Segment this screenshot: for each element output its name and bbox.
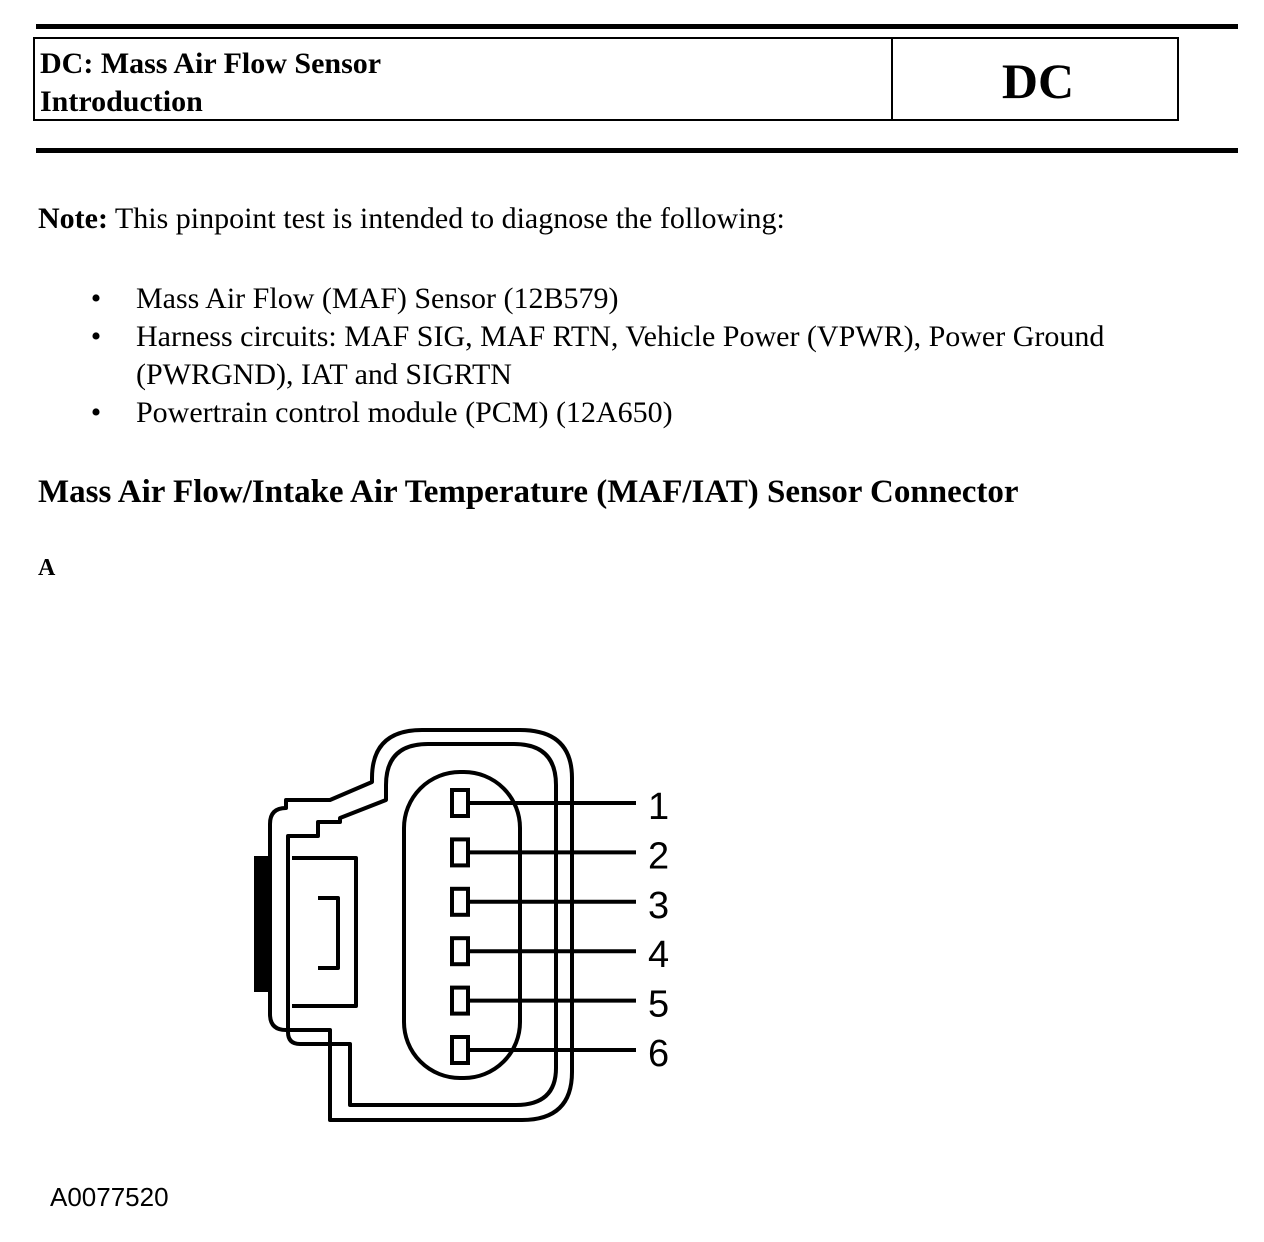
header-bottom-rule: [36, 148, 1238, 153]
list-item: • Powertrain control module (PCM) (12A650…: [86, 394, 1236, 432]
header-title-cell: DC: Mass Air Flow Sensor Introduction: [35, 39, 893, 119]
list-item-text: Powertrain control module (PCM) (12A650): [136, 396, 673, 429]
pin-terminal: [450, 788, 470, 818]
pin-terminal: [450, 837, 470, 868]
bullet-list: • Mass Air Flow (MAF) Sensor (12B579) • Ha…: [86, 280, 1236, 432]
note-label: Note:: [38, 202, 108, 235]
pin-number-label: 4: [648, 934, 669, 976]
top-rule: [36, 24, 1238, 29]
list-item: • Mass Air Flow (MAF) Sensor (12B579): [86, 280, 1236, 318]
header-code: DC: [1001, 53, 1075, 109]
header-box: DC: Mass Air Flow Sensor Introduction DC: [33, 37, 1179, 121]
pin-number-label: 2: [648, 835, 669, 877]
latch-slot: [292, 856, 358, 1008]
list-item: • Harness circuits: MAF SIG, MAF RTN, Veh…: [86, 318, 1236, 394]
connector-housing-inner: [286, 742, 558, 1107]
bullet-icon: •: [90, 320, 102, 353]
view-label: A: [38, 555, 56, 581]
header-subtitle: Introduction: [40, 85, 203, 118]
bullet-icon: •: [90, 282, 102, 315]
pin-number-label: 1: [648, 786, 669, 828]
list-item-text: Harness circuits: MAF SIG, MAF RTN, Vehi…: [136, 320, 1105, 391]
section-title: Mass Air Flow/Intake Air Temperature (MA…: [38, 474, 1019, 510]
pin-terminal: [450, 985, 470, 1016]
bullet-icon: •: [90, 396, 102, 429]
pin-cavity: [402, 770, 522, 1080]
latch-tab: [318, 896, 340, 970]
header-title: DC: Mass Air Flow Sensor: [40, 47, 382, 80]
pin-terminal: [450, 886, 470, 917]
pin-number-label: 3: [648, 885, 669, 927]
connector-housing-outer: [268, 728, 574, 1122]
pin-terminal: [450, 936, 470, 967]
pin-terminal: [450, 1035, 470, 1065]
list-item-text: Mass Air Flow (MAF) Sensor (12B579): [136, 282, 619, 315]
note-text: This pinpoint test is intended to diagno…: [107, 202, 785, 235]
note-paragraph: Note: This pinpoint test is intended to …: [38, 202, 785, 236]
connector-side-bar: [254, 856, 268, 992]
pin-number-label: 6: [648, 1033, 669, 1075]
pin-number-label: 5: [648, 984, 669, 1026]
figure-id: A0077520: [50, 1182, 169, 1212]
pin-group: 1 2 3 4 5 6: [450, 786, 669, 1075]
